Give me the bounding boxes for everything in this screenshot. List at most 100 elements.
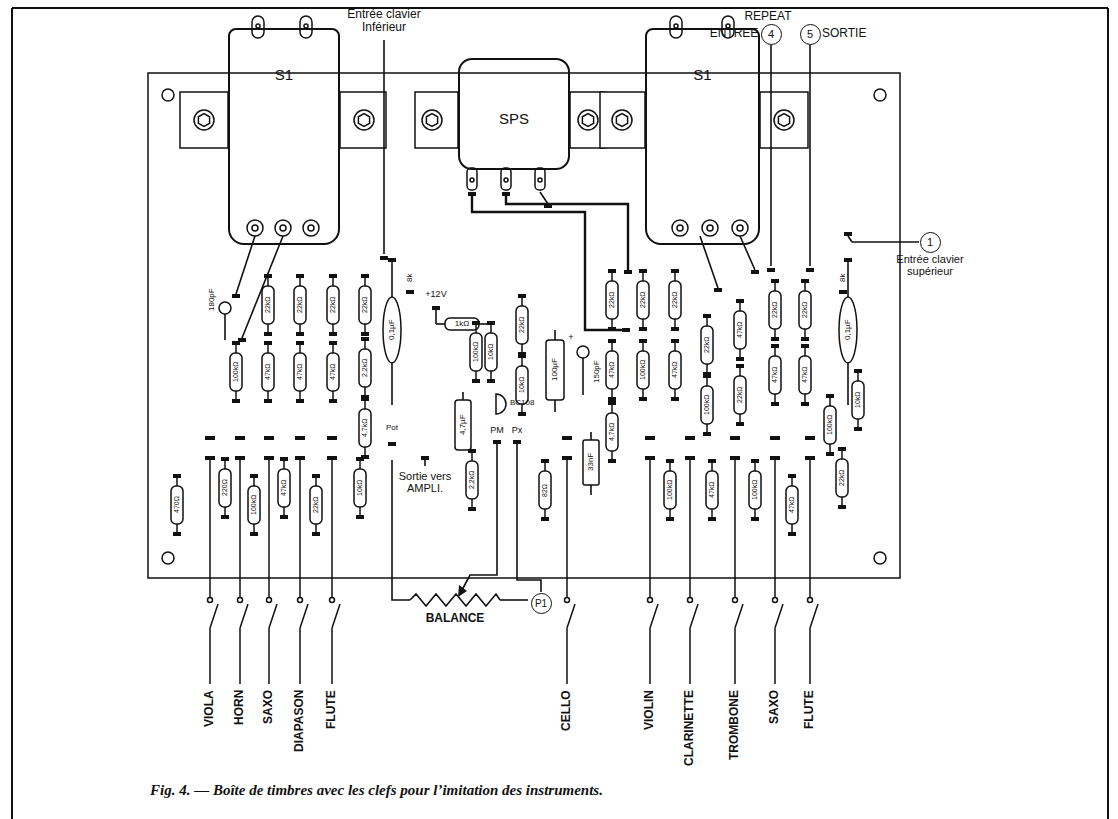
arrow-head [458,585,467,597]
resistor-symbol [671,339,679,343]
solder-pad [493,440,501,444]
page-frame [12,8,1108,819]
resistor-symbol [248,486,260,524]
switch-label: DIAPASON [293,690,306,752]
resistor-value: 4,7kΩ [361,419,369,437]
resistor-value: 22kΩ [639,292,647,309]
resistor-symbol [250,474,258,478]
resistor-symbol [639,397,647,401]
resistor-symbol [518,412,526,416]
switch-symbol [810,604,818,628]
input-label: Entrée clavier Inférieur [337,8,432,34]
polarity-mark: + [568,333,573,343]
relay-pin [737,225,743,231]
wire-trace [517,444,541,592]
resistor-symbol [852,381,864,419]
switch-symbol [240,604,248,628]
switch-symbol [645,456,655,460]
resistor-symbol [671,269,679,273]
switch-label: TROMBONE [728,690,741,760]
resistor-symbol [296,274,304,278]
switch-symbol [327,456,337,460]
resistor-symbol [264,274,272,278]
resistor-symbol [359,409,371,447]
capacitor-symbol [577,346,589,358]
resistor-symbol [788,474,796,478]
wire-trace [809,45,811,266]
switch-symbol [269,604,277,628]
relay-pin [308,225,314,231]
switch-label: FLUTE [325,690,338,729]
resistor-symbol [219,469,231,507]
switch-symbol [209,460,211,597]
resistor-symbol [771,337,779,341]
hex-nut [578,110,598,130]
resistor-symbol [854,427,862,431]
resistor-value: 22kΩ [312,497,320,514]
hex-nut [354,110,374,130]
resistor-symbol [356,515,364,519]
capacitor-symbol [583,440,599,485]
resistor-value: 22kΩ [671,292,679,309]
switch-symbol [809,460,811,597]
resistor-symbol [669,351,681,389]
resistor-symbol [671,397,679,401]
resistor-symbol [294,353,306,391]
wire-trace [424,460,426,466]
transistor-symbol [496,394,506,414]
component-value: 1kΩ [455,320,469,329]
relay-pin [538,178,542,182]
transformer-box: SPS [458,58,570,170]
resistor-symbol [771,344,779,348]
resistor-symbol [608,401,616,405]
resistor-symbol [703,374,711,378]
resistor-value: 470Ω [173,497,181,514]
switch-symbol [773,598,778,603]
switch-symbol [734,460,736,597]
switch-symbol [299,460,301,597]
resistor-symbol [669,281,681,319]
resistor-symbol [262,286,274,324]
switch-symbol [649,460,651,597]
resistor-value: 47kΩ [280,480,288,497]
capacitor-symbol [383,297,401,363]
resistor-symbol [354,469,366,507]
switch-symbol [239,460,241,597]
resistor-value: 22kΩ [361,297,369,314]
transistor-symbol [496,394,506,414]
circuit-board [874,89,886,101]
resistor-symbol [361,332,369,336]
resistor-symbol [230,353,242,391]
switch-label: CLARINETTE [683,690,696,766]
resistor-value: 100kΩ [472,342,480,362]
resistor-symbol [221,515,229,519]
resistor-symbol [472,321,480,325]
relay-pin [280,225,286,231]
relay-pin [535,168,545,190]
resistor-symbol [824,406,836,444]
resistor-symbol [470,333,482,371]
switch-symbol [770,456,780,460]
solder-pad [844,258,852,262]
wire-trace [435,310,437,324]
resistor-symbol [666,517,674,521]
resistor-symbol [826,452,834,456]
resistor-symbol [751,459,759,463]
switch-symbol [239,628,241,684]
solder-pad [544,204,552,208]
resistor-symbol [826,394,834,398]
wire-trace [852,241,919,243]
mounting-tab [600,92,645,148]
solder-pad [432,306,440,310]
resistor-symbol [264,341,272,345]
supply-label: +12V [425,290,446,300]
resistor-symbol [736,299,744,303]
resistor-symbol [361,337,369,341]
capacitor-symbol [219,297,857,485]
resistor-symbol [639,269,647,273]
switch-symbol [770,436,780,440]
resistor-symbol [329,332,337,336]
part-name: S1 [647,66,758,83]
resistor-symbol [799,291,811,329]
wire-trace [391,262,393,297]
